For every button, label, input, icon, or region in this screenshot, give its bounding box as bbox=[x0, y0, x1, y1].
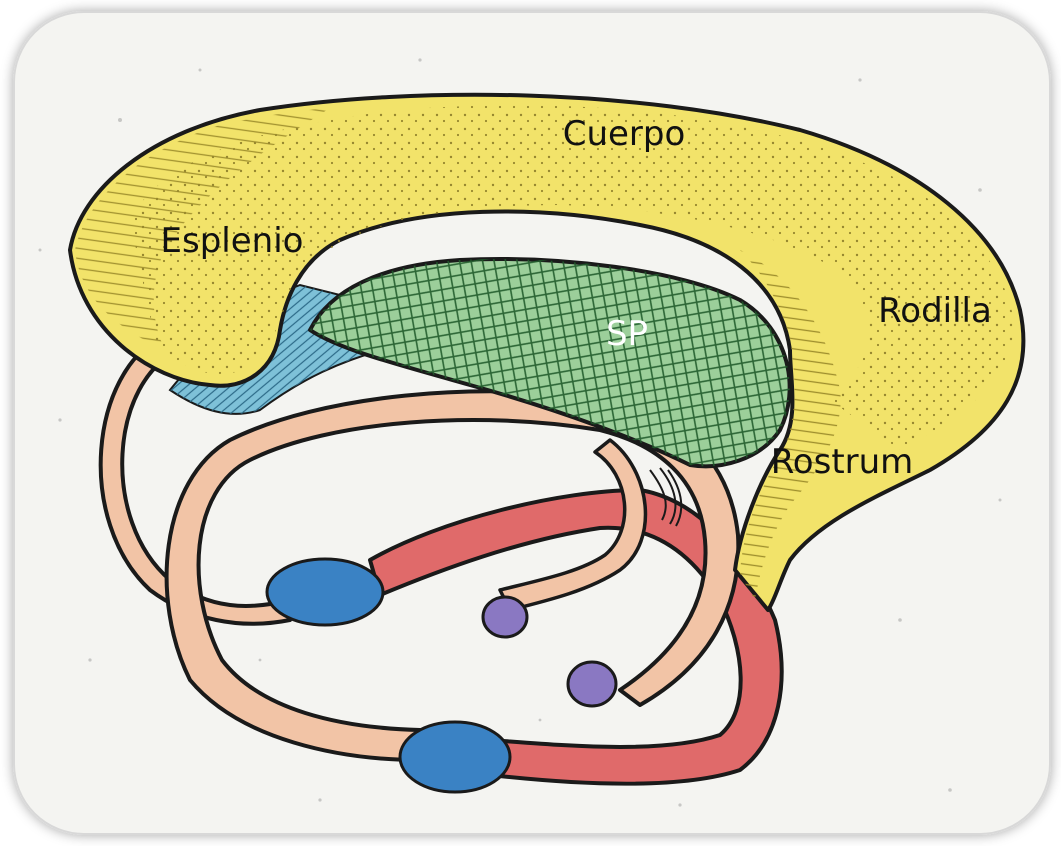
mammillary-nucleus-lower bbox=[400, 722, 510, 792]
purple-nucleus-upper bbox=[483, 597, 527, 637]
label-sp: SP bbox=[606, 314, 648, 354]
mammillary-nucleus-upper bbox=[267, 559, 383, 625]
label-rostrum: Rostrum bbox=[771, 442, 914, 482]
label-rodilla: Rodilla bbox=[878, 291, 992, 331]
label-esplenio: Esplenio bbox=[161, 221, 304, 261]
purple-nucleus-lower bbox=[568, 662, 616, 706]
label-cuerpo: Cuerpo bbox=[563, 114, 686, 154]
